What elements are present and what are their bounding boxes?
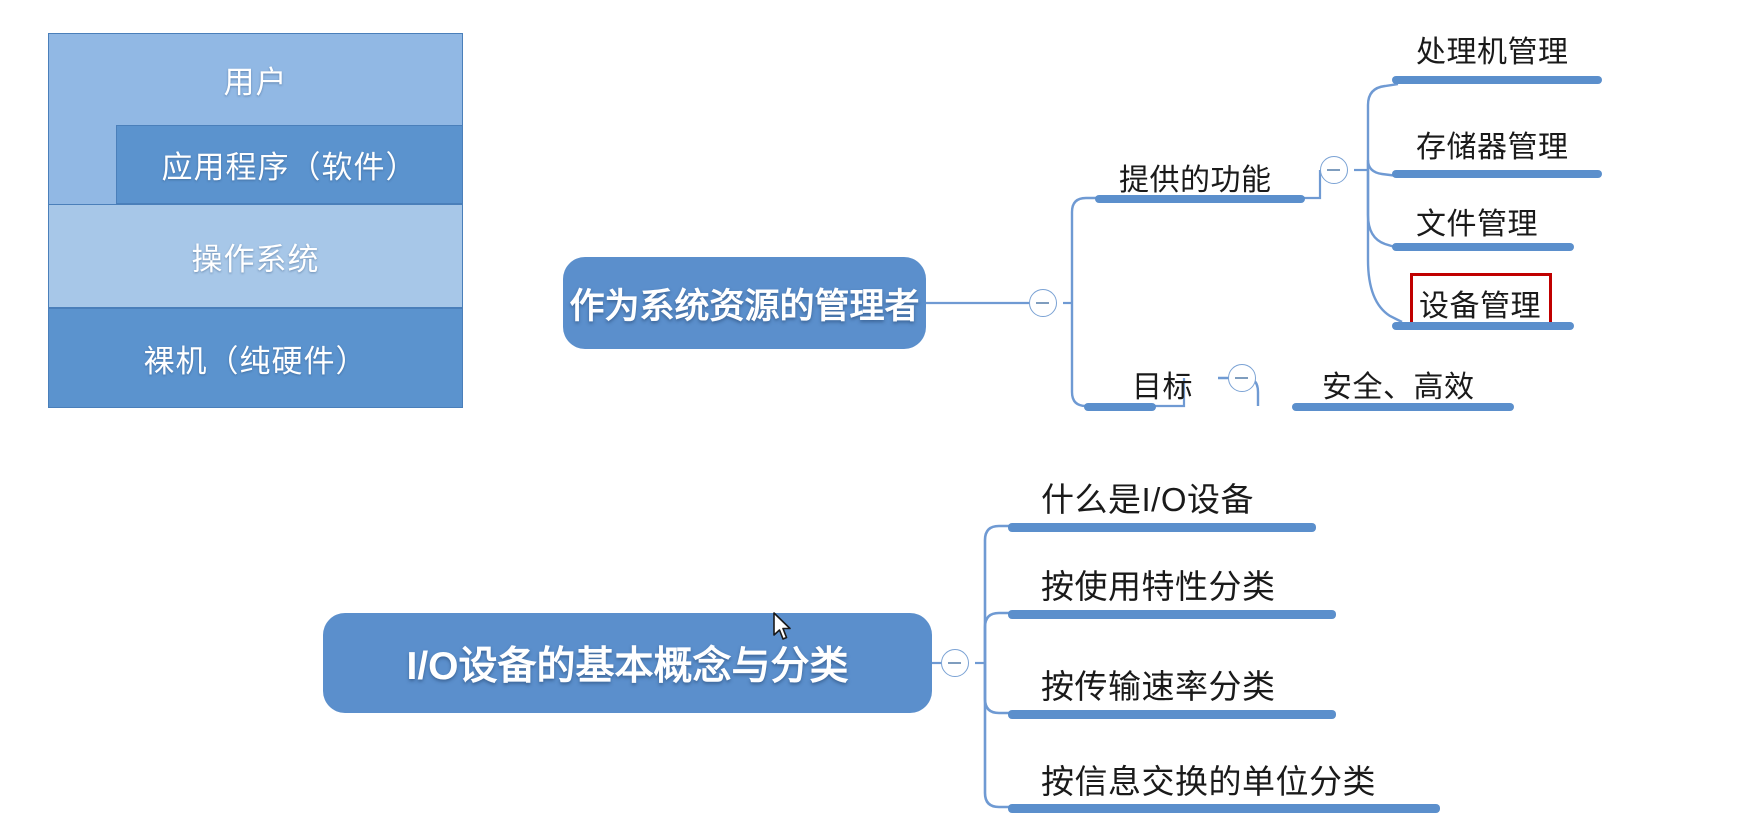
- os-layer-diagram: 用户 应用程序（软件） 操作系统 裸机（纯硬件）: [48, 33, 463, 408]
- mindmap-top-leaf-label-file[interactable]: 文件管理: [1416, 208, 1538, 241]
- layer-bare-hardware: 裸机（纯硬件）: [48, 308, 463, 408]
- collapse-minus-icon[interactable]: [1228, 364, 1256, 392]
- mindmap-top-leaf-underline-file: [1392, 243, 1574, 251]
- layer-bare-hardware-label: 裸机（纯硬件）: [143, 343, 368, 379]
- mindmap-top-leaf-label-safe-efficient[interactable]: 安全、高效: [1322, 371, 1475, 404]
- mindmap-bottom-leaf-underline-by-unit: [1008, 804, 1440, 813]
- mindmap-bottom-leaf-label-by-usage[interactable]: 按使用特性分类: [1041, 568, 1276, 605]
- mindmap-bottom-leaf-underline-by-usage: [1008, 610, 1336, 619]
- mindmap-bottom-leaf-underline-by-speed: [1008, 710, 1336, 719]
- layer-operating-system: 操作系统: [48, 204, 463, 308]
- mindmap-top-branch-underline-functions: [1095, 195, 1305, 203]
- layer-user: 用户: [48, 33, 463, 125]
- collapse-minus-icon[interactable]: [1029, 289, 1057, 317]
- layer-application: 应用程序（软件）: [116, 125, 463, 204]
- mindmap-top-leaf-label-device[interactable]: 设备管理: [1419, 290, 1541, 323]
- mouse-pointer: [773, 612, 791, 640]
- layer-user-label: 用户: [223, 64, 288, 100]
- mindmap-top-branch-label-functions[interactable]: 提供的功能: [1119, 164, 1272, 197]
- mindmap-bottom-leaf-underline-what-is-io: [1008, 523, 1316, 532]
- layer-operating-system-label: 操作系统: [191, 241, 320, 277]
- mindmap-top-leaf-underline-safe-efficient: [1292, 403, 1514, 411]
- collapse-minus-icon[interactable]: [1320, 156, 1348, 184]
- mindmap-bottom-root-node[interactable]: I/O设备的基本概念与分类: [323, 613, 932, 713]
- mindmap-top-leaf-underline-memory: [1392, 170, 1602, 178]
- mindmap-top-root-label: 作为系统资源的管理者: [569, 286, 920, 326]
- mindmap-top-leaf-label-processor[interactable]: 处理机管理: [1416, 36, 1569, 69]
- mindmap-top-branch-label-goal[interactable]: 目标: [1132, 371, 1193, 404]
- mindmap-bottom-leaf-label-what-is-io[interactable]: 什么是I/O设备: [1041, 481, 1255, 518]
- mindmap-top-leaf-underline-processor: [1392, 76, 1602, 84]
- collapse-minus-icon[interactable]: [941, 649, 969, 677]
- mindmap-top-branch-underline-goal: [1084, 403, 1156, 411]
- mindmap-top-root-node[interactable]: 作为系统资源的管理者: [563, 257, 926, 349]
- mindmap-top-leaf-underline-device: [1392, 322, 1574, 330]
- mindmap-bottom-leaf-label-by-unit[interactable]: 按信息交换的单位分类: [1041, 763, 1376, 800]
- mindmap-bottom-leaf-label-by-speed[interactable]: 按传输速率分类: [1041, 668, 1276, 705]
- layer-application-label: 应用程序（软件）: [161, 150, 418, 185]
- mindmap-bottom-root-label: I/O设备的基本概念与分类: [406, 645, 849, 688]
- mindmap-top-leaf-label-memory[interactable]: 存储器管理: [1416, 131, 1569, 164]
